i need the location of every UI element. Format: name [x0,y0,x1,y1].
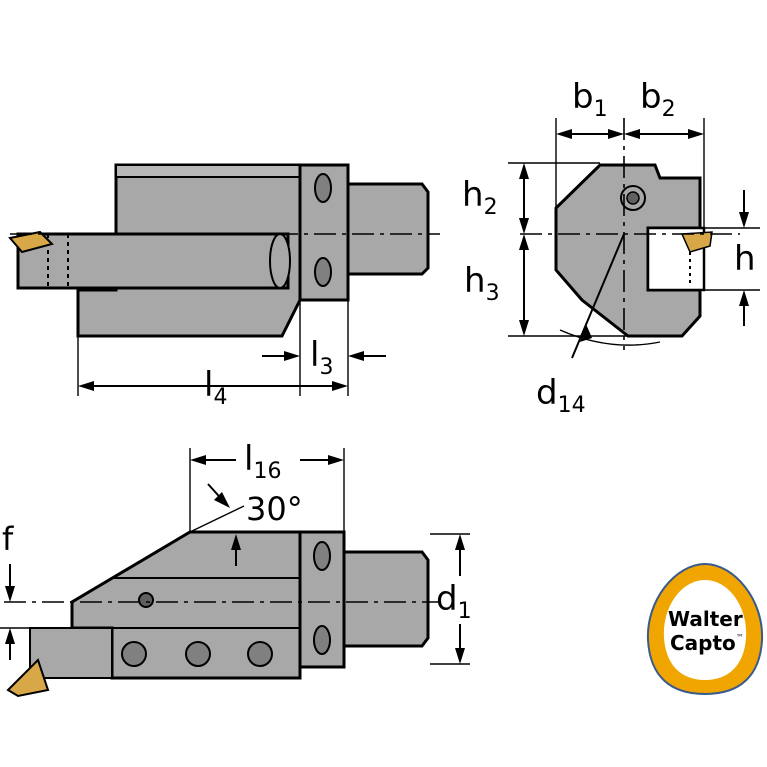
logo-capto-text: Capto [670,631,736,655]
label-d1: d1 [436,579,472,624]
side-view [8,163,440,396]
logo-walter-text: Walter [668,607,743,631]
label-d14: d14 [536,373,586,418]
label-l4: l4 [204,365,227,410]
boring-bar [16,232,290,290]
label-h2: h2 [462,175,498,220]
label-b1: b1 [572,77,608,122]
logo-trademark: ™ [736,633,744,642]
top-capto-shank [342,550,430,648]
top-view [0,448,470,698]
walter-capto-logo: Walter Capto ™ [646,562,764,696]
front-view [508,118,760,359]
label-b2: b2 [640,77,676,122]
label-l16: l16 [244,439,281,484]
label-l3: l3 [310,335,333,380]
label-h: h [734,239,756,279]
label-f: f [2,520,14,558]
capto-shank [346,182,430,276]
label-h3: h3 [464,261,500,306]
top-insert [6,658,50,698]
dimension-labels: b1 b2 h2 h3 h d14 l3 l4 l16 30° f d1 [2,77,756,624]
front-insert [680,231,713,253]
label-angle: 30° [246,490,303,528]
